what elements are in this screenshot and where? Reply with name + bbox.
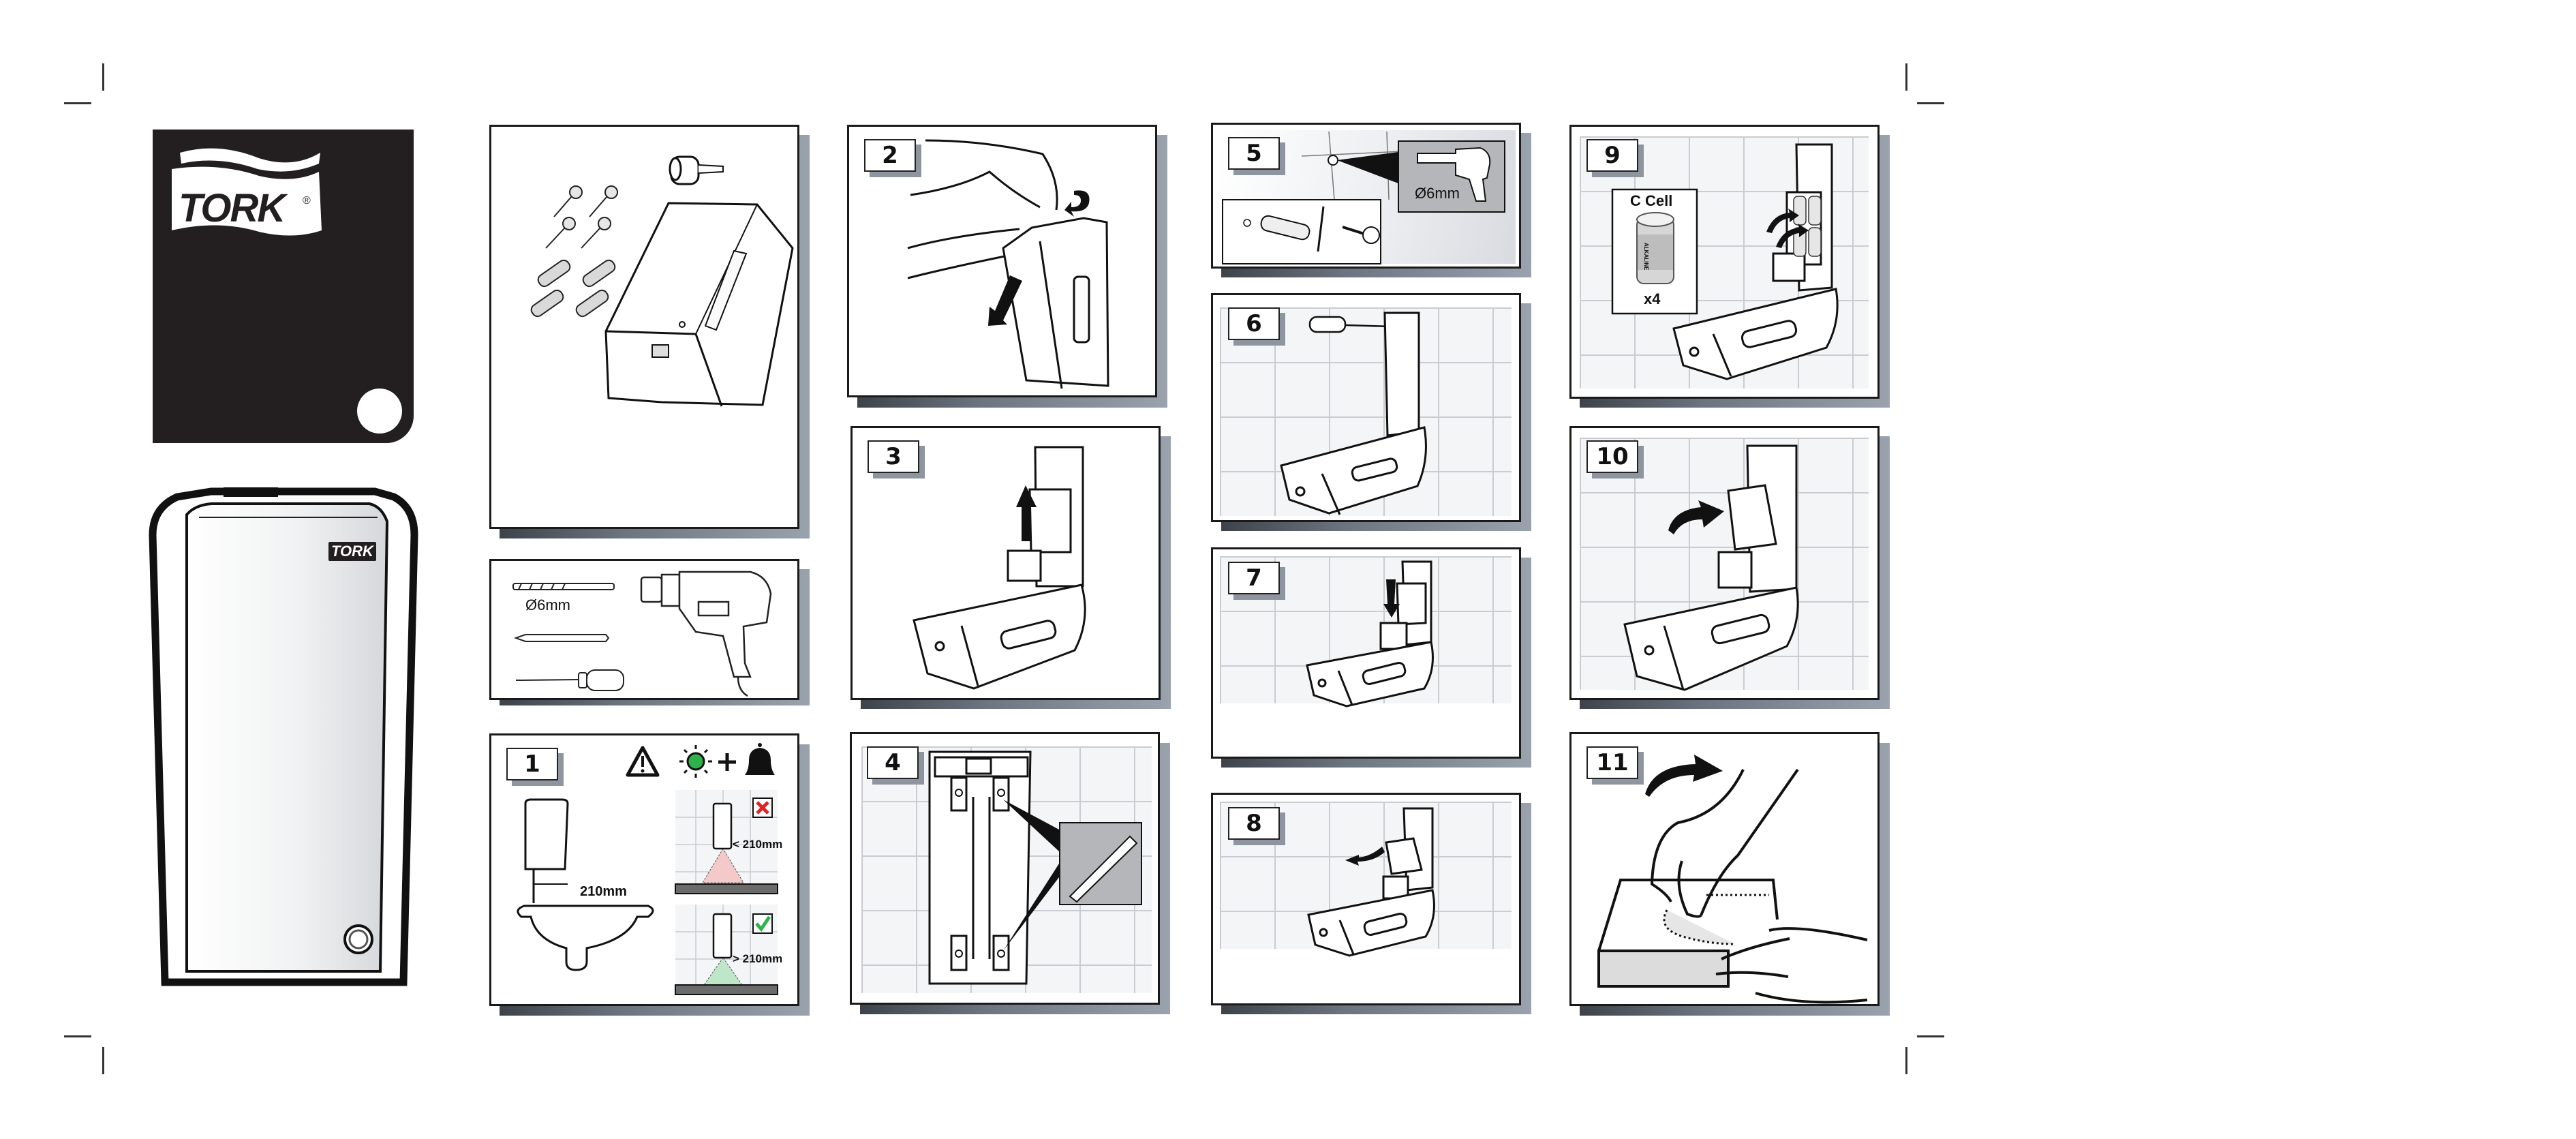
tork-logo-text: TORK <box>179 185 284 231</box>
bell-icon <box>745 743 775 775</box>
rotate-arrow-icon <box>1064 190 1090 217</box>
green-light-icon <box>679 745 712 778</box>
step-number: 1 <box>506 748 558 780</box>
step-number: 3 <box>868 440 919 473</box>
battery-quantity-label: x4 <box>1644 290 1660 308</box>
electric-drill-icon <box>641 572 771 696</box>
contents-panel <box>489 125 799 529</box>
step-number: 9 <box>1586 139 1638 172</box>
key-icon <box>670 157 723 184</box>
step-4-panel: 4 <box>850 732 1160 1005</box>
crop-mark-tr-v <box>1905 63 1907 91</box>
dispenser-box-icon <box>606 203 793 406</box>
dispenser-open-icon <box>1674 145 1837 379</box>
registered-mark: ® <box>303 195 311 207</box>
arrow-left-icon <box>1345 847 1385 866</box>
ok-distance-scene <box>675 905 778 994</box>
screwdriver-icon <box>516 670 624 690</box>
step-number: 5 <box>1228 137 1280 170</box>
battery-type-label: C Cell <box>1630 192 1672 210</box>
step-number: 7 <box>1228 562 1280 594</box>
step-10-panel: 10 <box>1569 426 1880 700</box>
backplate-icon <box>930 752 1030 984</box>
step-8-panel: 8 <box>1211 793 1521 1005</box>
crop-mark-tl-v <box>102 63 104 91</box>
dispenser-open-icon <box>914 447 1085 688</box>
plus-icon <box>718 753 736 771</box>
crop-mark-br-h <box>1917 1035 1944 1037</box>
warning-icon <box>628 748 658 775</box>
pencil-callout <box>1060 823 1141 905</box>
dispenser-front-illustration: TORK <box>150 487 416 995</box>
backplate-mounted-icon <box>1281 313 1426 515</box>
ok-distance-label: > 210mm <box>733 952 782 966</box>
screwdriver-icon <box>1310 317 1390 332</box>
step-6-panel: 6 <box>1211 293 1521 522</box>
distance-label: 210mm <box>580 884 627 900</box>
plug-and-screw-callout <box>1223 200 1381 264</box>
crop-mark-bl-v <box>102 1047 104 1074</box>
crop-mark-tr-h <box>1917 102 1944 104</box>
dispenser-icon <box>1003 218 1108 389</box>
crop-mark-br-v <box>1905 1047 1907 1074</box>
insert-arrow-icon <box>1668 500 1724 534</box>
step-11-panel: 11 <box>1569 732 1880 1006</box>
dispenser-cartridge-icon <box>1308 808 1434 956</box>
too-close-label: < 210mm <box>733 838 782 851</box>
tissue-box-icon <box>1599 880 1777 986</box>
screws-icon <box>546 186 617 248</box>
step-9-panel: 9 C Cell ALKALINE x4 <box>1569 125 1880 399</box>
step-7-panel: 7 <box>1211 547 1521 759</box>
drill-bit-size-label: Ø6mm <box>525 596 570 614</box>
cover-hole-icon <box>357 389 402 434</box>
step-number: 2 <box>864 139 916 172</box>
wall-plugs-icon <box>530 258 617 319</box>
drill-bit-icon <box>513 583 614 590</box>
cover-block: TORK ® <box>153 130 414 443</box>
dispenser-open-icon <box>1307 562 1432 706</box>
curved-arrow-icon <box>1645 755 1723 797</box>
battery-brand-label: ALKALINE <box>1643 243 1649 270</box>
crop-mark-bl-h <box>64 1035 91 1037</box>
step-5-panel: 5 Ø6mm <box>1211 123 1521 269</box>
step-number: 8 <box>1228 807 1280 840</box>
pencil-icon <box>516 635 609 641</box>
step-2-panel: 2 <box>847 125 1157 397</box>
step-number: 4 <box>867 746 919 779</box>
drill-size-label: Ø6mm <box>1415 185 1460 202</box>
front-tork-logo-text: TORK <box>331 543 373 560</box>
crop-mark-tl-h <box>64 102 91 104</box>
tools-panel: Ø6mm <box>489 559 799 700</box>
step-number: 10 <box>1586 440 1638 473</box>
step-number: 6 <box>1228 307 1280 340</box>
step-number: 11 <box>1586 746 1638 779</box>
step-1-panel: 1 <box>489 733 799 1006</box>
drill-hole-icon <box>1328 155 1338 165</box>
dispenser-cartridge-icon <box>1625 446 1798 690</box>
step-3-panel: 3 <box>850 426 1161 700</box>
